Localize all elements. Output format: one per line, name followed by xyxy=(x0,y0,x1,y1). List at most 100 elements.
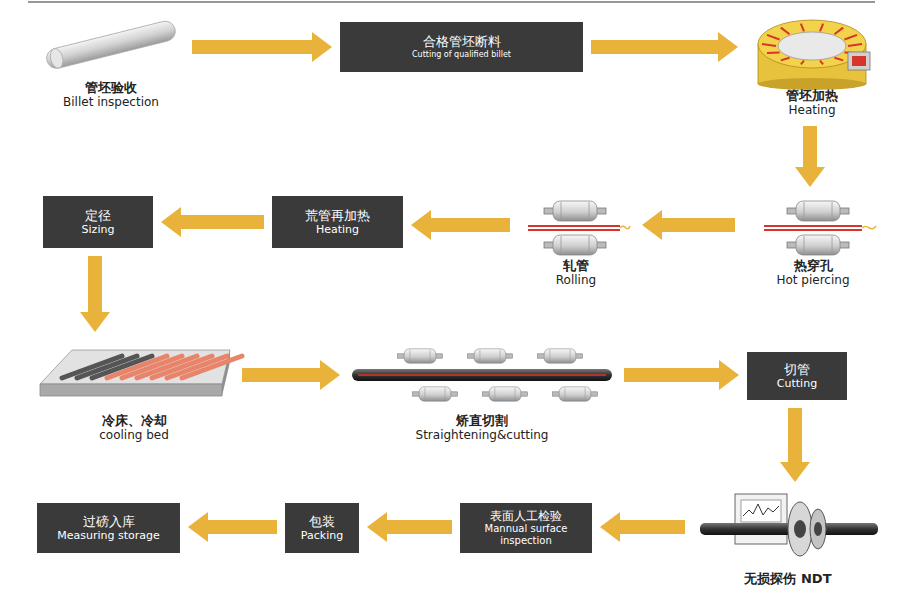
straightening-illustration-part-part xyxy=(398,349,443,363)
furnace-illustration-part-part xyxy=(781,58,790,61)
step-sublabel: Cutting xyxy=(777,377,817,390)
straightening-illustration-part-part xyxy=(483,387,528,401)
rolling-illustration-part xyxy=(528,225,620,227)
furnace-illustration-part-part xyxy=(848,44,862,46)
furnace-illustration-part-part xyxy=(834,28,843,35)
step-caption: 无损探伤 NDT xyxy=(693,572,883,587)
furnace-illustration-part-part xyxy=(820,24,823,32)
process-box: 包装Packing xyxy=(285,503,359,553)
process-box: 荒管再加热Heating xyxy=(272,196,403,248)
ndt-illustration-part xyxy=(735,494,787,544)
furnace-illustration-part xyxy=(762,24,862,65)
step-label: 无损探伤 NDT xyxy=(693,572,883,587)
step-sublabel: Hot piercing xyxy=(743,274,883,288)
top-rule xyxy=(28,1,875,2)
furnace-illustration-part-part xyxy=(762,44,776,46)
furnace-illustration xyxy=(758,20,870,90)
step-label: 管坯加热 xyxy=(746,89,878,104)
furnace-illustration-part xyxy=(758,78,866,90)
straightening-illustration-part-part xyxy=(468,349,513,363)
furnace-illustration-part-part xyxy=(844,35,857,40)
straightening-illustration-part-part xyxy=(553,387,598,401)
straightening-illustration-part-part xyxy=(538,349,583,363)
flow-arrow xyxy=(795,126,825,187)
step-label: 过磅入库 xyxy=(83,514,135,530)
step-label: 包装 xyxy=(309,514,335,530)
step-sublabel: Packing xyxy=(301,529,343,542)
ndt-illustration-part xyxy=(743,504,779,516)
straightening-illustration-part xyxy=(352,369,612,381)
rolling-illustration-part xyxy=(620,226,630,229)
step-caption: 管坯加热Heating xyxy=(746,89,878,118)
process-box: 定径Sizing xyxy=(43,196,153,248)
rolling-illustration-part xyxy=(544,235,606,255)
step-label: 矫直切割 xyxy=(348,414,616,429)
billet-illustration-part xyxy=(45,19,178,70)
rolling-illustration xyxy=(528,201,630,255)
furnace-illustration-part-part xyxy=(781,28,790,35)
flow-arrow xyxy=(642,210,735,240)
step-label: 热穿孔 xyxy=(743,259,883,274)
illustrated-step: 冷床、冷却cooling bed xyxy=(34,340,234,443)
cooling-bed-illustration-part xyxy=(40,350,230,384)
billet-illustration xyxy=(45,19,178,70)
step-label: 合格管坯断料 xyxy=(423,34,501,50)
ndt-illustration-part xyxy=(794,520,806,538)
billet-illustration-part-part xyxy=(45,19,178,70)
illustrated-step: 矫直切割Straightening&cutting xyxy=(348,340,616,443)
illustrated-step: 轧管Rolling xyxy=(518,195,634,288)
step-caption: 矫直切割Straightening&cutting xyxy=(348,414,616,443)
process-box: 表面人工检验Mannual surface inspection xyxy=(460,503,592,553)
furnace-illustration-part-part xyxy=(834,58,843,61)
step-label: 冷床、冷却 xyxy=(34,414,234,429)
piercing-illustration-part xyxy=(862,226,876,229)
illustrated-step: 管坯验收Billet inspection xyxy=(38,22,184,110)
step-sublabel: Measuring storage xyxy=(57,529,160,542)
process-box: 过磅入库Measuring storage xyxy=(37,503,180,553)
flow-arrow xyxy=(624,360,739,390)
straightening-illustration-part xyxy=(358,374,606,376)
furnace-illustration-part xyxy=(778,32,846,60)
flow-arrow xyxy=(161,207,264,237)
straightening-illustration xyxy=(352,349,612,401)
step-label: 切管 xyxy=(784,362,810,378)
step-label: 荒管再加热 xyxy=(305,208,370,224)
furnace-illustration-part-part xyxy=(767,35,780,40)
billet-illustration-part-part xyxy=(48,47,64,69)
illustrated-step: 热穿孔Hot piercing xyxy=(743,195,883,288)
flow-arrow xyxy=(242,360,340,390)
step-sublabel: Cutting of qualified billet xyxy=(412,50,511,60)
process-box: 切管Cutting xyxy=(747,352,847,400)
piercing-illustration xyxy=(764,201,876,255)
furnace-illustration-part-part xyxy=(801,24,804,32)
process-box: 合格管坯断料Cutting of qualified billet xyxy=(340,22,583,72)
step-sublabel: Rolling xyxy=(518,274,634,288)
illustrated-step: 管坯加热Heating xyxy=(746,18,878,118)
step-caption: 冷床、冷却cooling bed xyxy=(34,414,234,443)
flow-arrow xyxy=(188,512,277,542)
step-sublabel: Mannual surface inspection xyxy=(466,523,586,547)
ndt-illustration-part xyxy=(788,502,812,556)
step-sublabel: Heating xyxy=(316,223,359,236)
step-caption: 热穿孔Hot piercing xyxy=(743,259,883,288)
flow-arrow xyxy=(411,210,510,240)
flow-arrow xyxy=(600,512,685,542)
cooling-bed-illustration-part xyxy=(40,384,222,396)
straightening-illustration-part-part xyxy=(413,387,458,401)
flow-arrow xyxy=(367,512,452,542)
rolling-illustration-part xyxy=(528,229,620,231)
flow-arrow xyxy=(591,32,738,62)
step-sublabel: Billet inspection xyxy=(38,96,184,110)
step-caption: 管坯验收Billet inspection xyxy=(38,81,184,110)
furnace-illustration-part-part xyxy=(767,52,780,55)
furnace-illustration-part-part xyxy=(801,61,804,65)
step-label: 表面人工检验 xyxy=(490,509,562,523)
rolling-illustration-part xyxy=(544,201,606,221)
step-label: 轧管 xyxy=(518,259,634,274)
piercing-illustration-part xyxy=(764,225,862,227)
step-caption: 轧管Rolling xyxy=(518,259,634,288)
ndt-illustration-part xyxy=(814,522,822,536)
furnace-illustration-part xyxy=(852,56,866,66)
flow-arrow xyxy=(80,256,110,332)
illustrated-step: 无损探伤 NDT xyxy=(693,490,883,587)
